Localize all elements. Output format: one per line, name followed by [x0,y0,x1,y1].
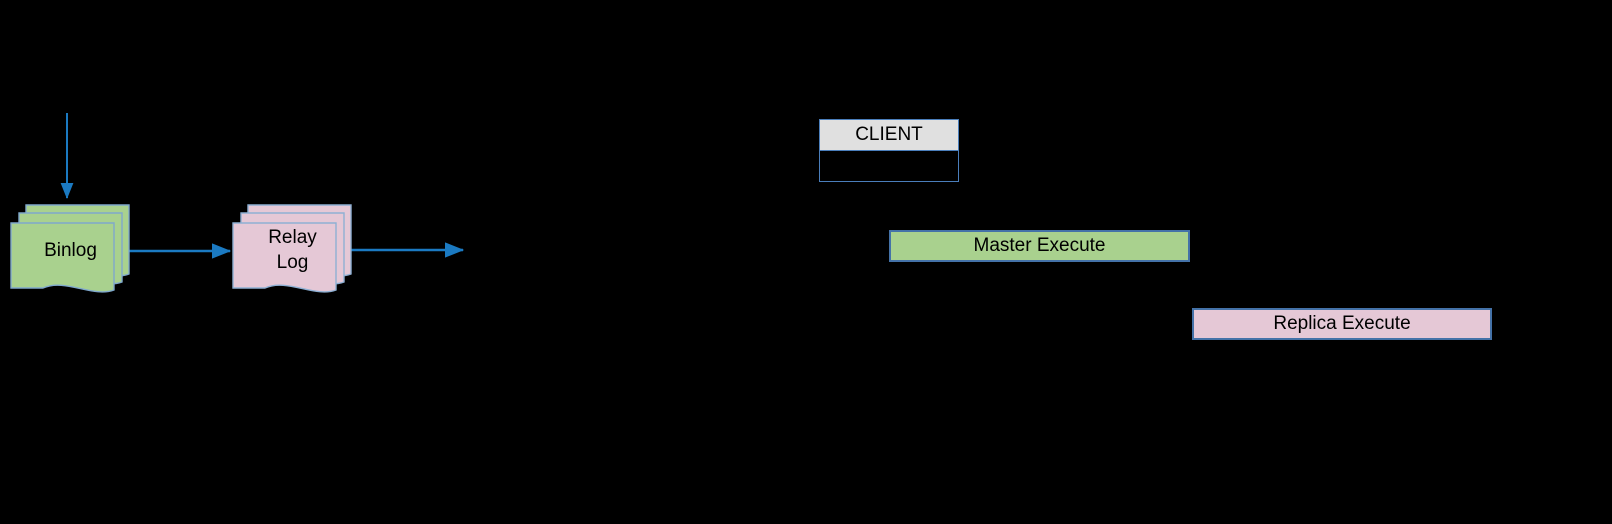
client-title: CLIENT [820,120,958,151]
node-replica-execute[interactable]: Replica Execute [1192,308,1492,340]
node-master-execute[interactable]: Master Execute [889,230,1190,262]
relay-log-sheet-front [232,222,337,293]
node-relay-log[interactable]: Relay Log [230,200,355,300]
binlog-sheet-front [10,222,115,293]
client-body[interactable] [820,151,958,181]
node-client[interactable]: CLIENT [819,119,959,182]
replica-execute-label: Replica Execute [1273,313,1411,334]
node-binlog[interactable]: Binlog [8,200,133,300]
master-execute-label: Master Execute [973,235,1106,256]
